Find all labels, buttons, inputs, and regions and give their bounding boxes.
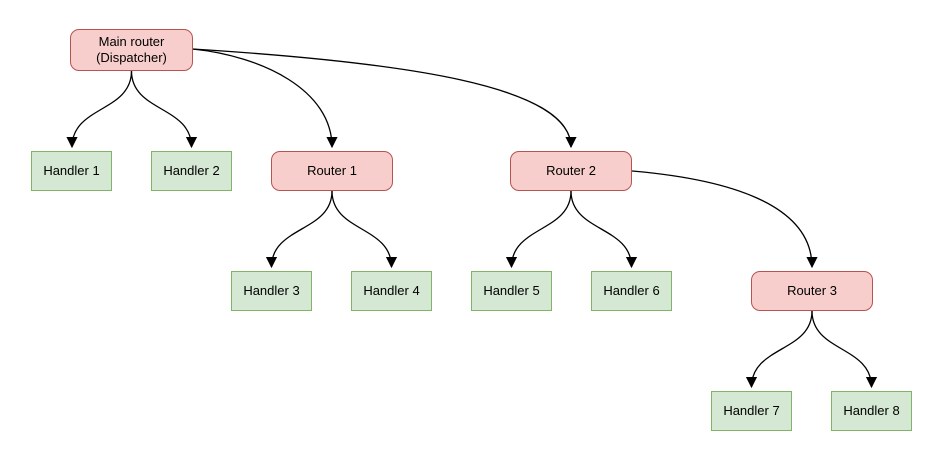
edge-main-router-to-router-2	[192, 48, 577, 149]
node-handler-7: Handler 7	[711, 391, 792, 431]
edge-main-router-to-handler-2	[130, 70, 198, 149]
edge-router-3-to-handler-7	[745, 310, 813, 389]
node-router-2-label: Router 2	[546, 162, 596, 178]
node-router-1: Router 1	[271, 151, 393, 191]
node-handler-3-label: Handler 3	[243, 282, 300, 298]
node-handler-4-label: Handler 4	[363, 282, 420, 298]
edge-main-router-to-handler-1	[66, 70, 133, 149]
node-main-router: Main router (Dispatcher)	[70, 29, 193, 71]
node-router-2: Router 2	[510, 151, 632, 191]
node-handler-8: Handler 8	[831, 391, 912, 431]
node-handler-6-label: Handler 6	[603, 282, 660, 298]
edge-router-2-to-handler-5	[505, 190, 572, 269]
node-handler-2-label: Handler 2	[163, 162, 220, 178]
node-handler-4: Handler 4	[351, 271, 432, 311]
node-handler-5-label: Handler 5	[483, 282, 540, 298]
edge-router-1-to-handler-4	[331, 190, 398, 269]
node-handler-8-label: Handler 8	[843, 402, 900, 418]
edge-router-2-to-router-3	[631, 170, 818, 269]
edge-main-router-to-router-1	[192, 48, 338, 149]
node-handler-2: Handler 2	[151, 151, 232, 191]
edge-router-3-to-handler-8	[811, 310, 878, 389]
edge-router-2-to-handler-6	[570, 190, 638, 269]
node-handler-3: Handler 3	[231, 271, 312, 311]
node-handler-1-label: Handler 1	[43, 162, 100, 178]
node-router-1-label: Router 1	[307, 162, 357, 178]
node-router-3: Router 3	[751, 271, 873, 311]
node-handler-5: Handler 5	[471, 271, 552, 311]
node-handler-7-label: Handler 7	[723, 402, 780, 418]
node-handler-6: Handler 6	[591, 271, 672, 311]
node-main-router-label: Main router (Dispatcher)	[96, 33, 167, 65]
node-router-3-label: Router 3	[787, 282, 837, 298]
node-handler-1: Handler 1	[31, 151, 112, 191]
edge-router-1-to-handler-3	[265, 190, 333, 269]
